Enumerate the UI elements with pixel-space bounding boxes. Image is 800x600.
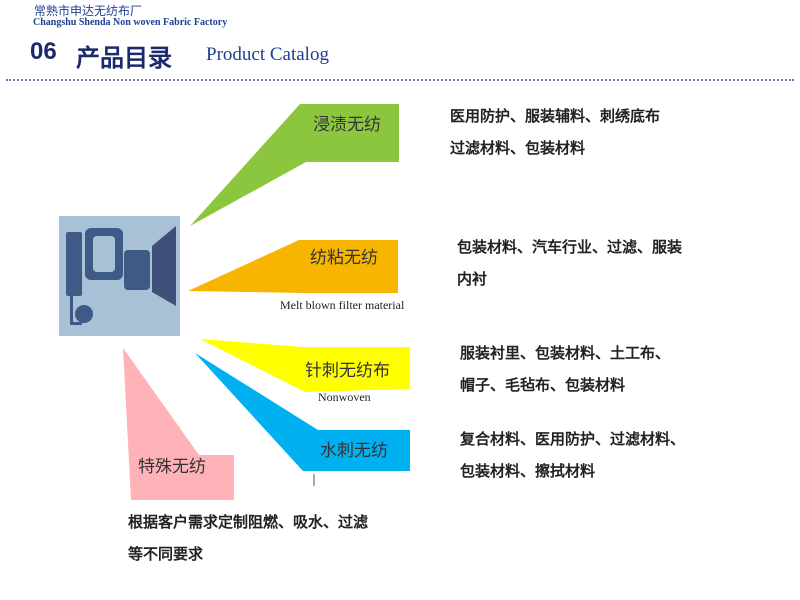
description-line: 包装材料、汽车行业、过滤、服装 <box>457 238 683 256</box>
branch-yellow <box>200 339 410 392</box>
category-description-spunbond: 包装材料、汽车行业、过滤、服装 内衬 <box>457 231 682 295</box>
company-name-cn: 常熟市申达无纺布厂 <box>34 4 143 18</box>
category-sublabel-spunbond: Melt blown filter material <box>280 298 405 312</box>
description-line: 服装衬里、包装材料、土工布、 <box>460 344 671 362</box>
description-line: 医用防护、服装辅料、刺绣底布 <box>450 107 661 125</box>
description-line: 复合材料、医用防护、过滤材料、 <box>460 430 686 448</box>
description-line: 包装材料、擦拭材料 <box>460 462 596 480</box>
description-line: 帽子、毛毡布、包装材料 <box>460 376 626 394</box>
branch-pink <box>123 348 234 500</box>
category-description-special: 根据客户需求定制阻燃、吸水、过滤 等不同要求 <box>128 506 368 570</box>
page-title-en: Product Catalog <box>206 44 329 65</box>
description-line: 根据客户需求定制阻燃、吸水、过滤 <box>128 513 369 531</box>
branch-green <box>190 104 399 226</box>
category-description-needle-punched: 服装衬里、包装材料、土工布、 帽子、毛毡布、包装材料 <box>460 337 670 401</box>
category-description-impregnated: 医用防护、服装辅料、刺绣底布 过滤材料、包装材料 <box>450 100 660 164</box>
description-line: 等不同要求 <box>128 545 204 563</box>
category-label-spunlace: 水刺无纺 <box>320 441 388 461</box>
page-title: 产品目录 <box>76 44 172 72</box>
category-sublabel-needle-punched: Nonwoven <box>318 390 371 404</box>
branch-blue <box>195 353 410 471</box>
description-line: 过滤材料、包装材料 <box>450 139 586 157</box>
category-label-spunbond: 纺粘无纺 <box>310 248 378 268</box>
category-label-impregnated: 浸渍无纺 <box>313 115 381 135</box>
category-label-special: 特殊无纺 <box>138 457 206 477</box>
company-name-en: Changshu Shenda Non woven Fabric Factory <box>33 17 228 28</box>
category-label-needle-punched: 针刺无纺布 <box>305 361 390 381</box>
section-number: 06 <box>30 38 57 65</box>
header-divider <box>6 79 794 81</box>
machine-logo-icon <box>59 216 180 336</box>
category-description-spunlace: 复合材料、医用防护、过滤材料、 包装材料、擦拭材料 <box>460 423 685 487</box>
description-line: 内衬 <box>457 270 488 288</box>
branch-orange <box>188 240 398 293</box>
